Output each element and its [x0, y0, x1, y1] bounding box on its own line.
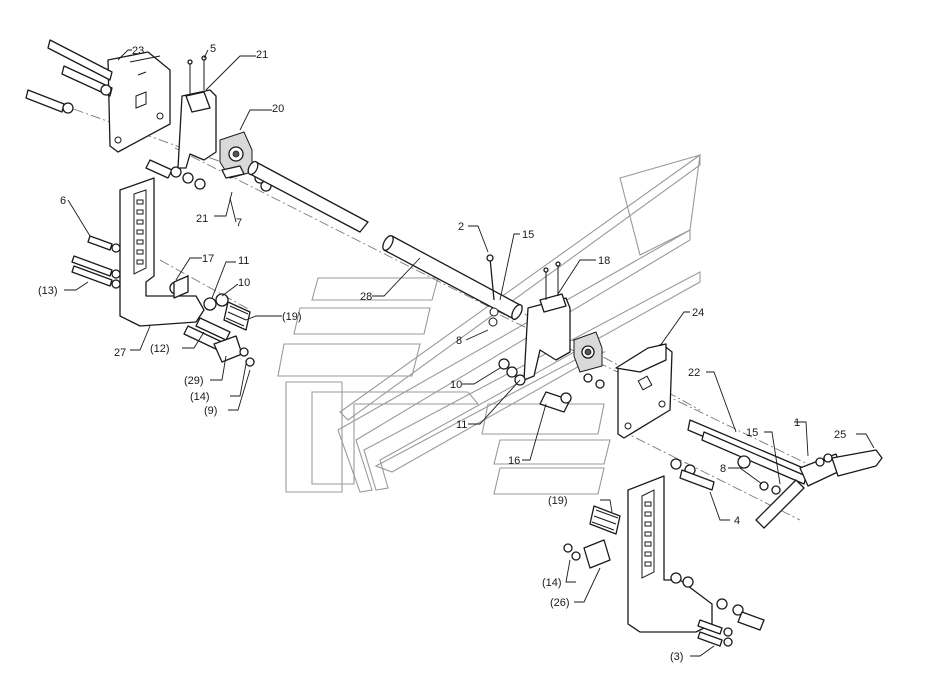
- callout-17: 17: [202, 253, 214, 265]
- callout-2: 2: [458, 221, 464, 233]
- callout-1: 1: [794, 417, 800, 429]
- callout-22: 22: [688, 367, 700, 379]
- callout-26: (26): [550, 597, 570, 609]
- callout-11-left: 11: [238, 255, 249, 267]
- callout-4: 4: [734, 515, 740, 527]
- callout-labels: 23 5 21 20 21 7 6 17 11 10 (13) (19) (12…: [38, 43, 846, 663]
- callout-8-right: 8: [720, 463, 726, 475]
- callout-16: 16: [508, 455, 520, 467]
- watermark-logo: [277, 153, 701, 495]
- right-bracket-24: [615, 343, 673, 439]
- callout-5: 5: [210, 43, 216, 55]
- callout-20: 20: [272, 103, 284, 115]
- callout-15-right: 15: [746, 427, 758, 439]
- callout-19-left: (19): [282, 311, 302, 323]
- bolt-2: [486, 254, 499, 327]
- callout-14-left: (14): [190, 391, 210, 403]
- callout-11-center: 11: [456, 419, 467, 431]
- callout-28: 28: [360, 291, 372, 303]
- main-tube: [247, 160, 523, 320]
- callout-6: 6: [60, 195, 66, 207]
- callout-8-center: 8: [456, 335, 462, 347]
- callout-27: 27: [114, 347, 126, 359]
- callout-25: 25: [834, 429, 846, 441]
- callout-21-top: 21: [256, 49, 268, 61]
- callout-23: 23: [132, 45, 144, 57]
- callout-10-left: 10: [238, 277, 250, 289]
- left-leg-assembly: [71, 177, 255, 367]
- callout-7: 7: [236, 217, 242, 229]
- leader-lines: [64, 49, 875, 657]
- callout-3: (3): [670, 651, 683, 663]
- callout-13: (13): [38, 285, 58, 297]
- bolt-4: [670, 458, 715, 491]
- bearing-left: [219, 131, 272, 192]
- callout-12: (12): [150, 343, 170, 355]
- left-bracket-assembly: [25, 39, 206, 190]
- right-pins: [687, 419, 883, 529]
- right-hanger-assembly: [498, 261, 605, 413]
- callout-14-right: (14): [542, 577, 562, 589]
- callout-15-center: 15: [522, 229, 534, 241]
- hanger-bracket-left: [177, 55, 217, 169]
- callout-9: (9): [204, 405, 217, 417]
- callout-19-right: (19): [548, 495, 568, 507]
- callout-29: (29): [184, 375, 204, 387]
- callout-18: 18: [598, 255, 610, 267]
- callout-21-bottom: 21: [196, 213, 208, 225]
- right-leg-assembly: [563, 475, 765, 647]
- callout-10-center: 10: [450, 379, 462, 391]
- callout-24: 24: [692, 307, 704, 319]
